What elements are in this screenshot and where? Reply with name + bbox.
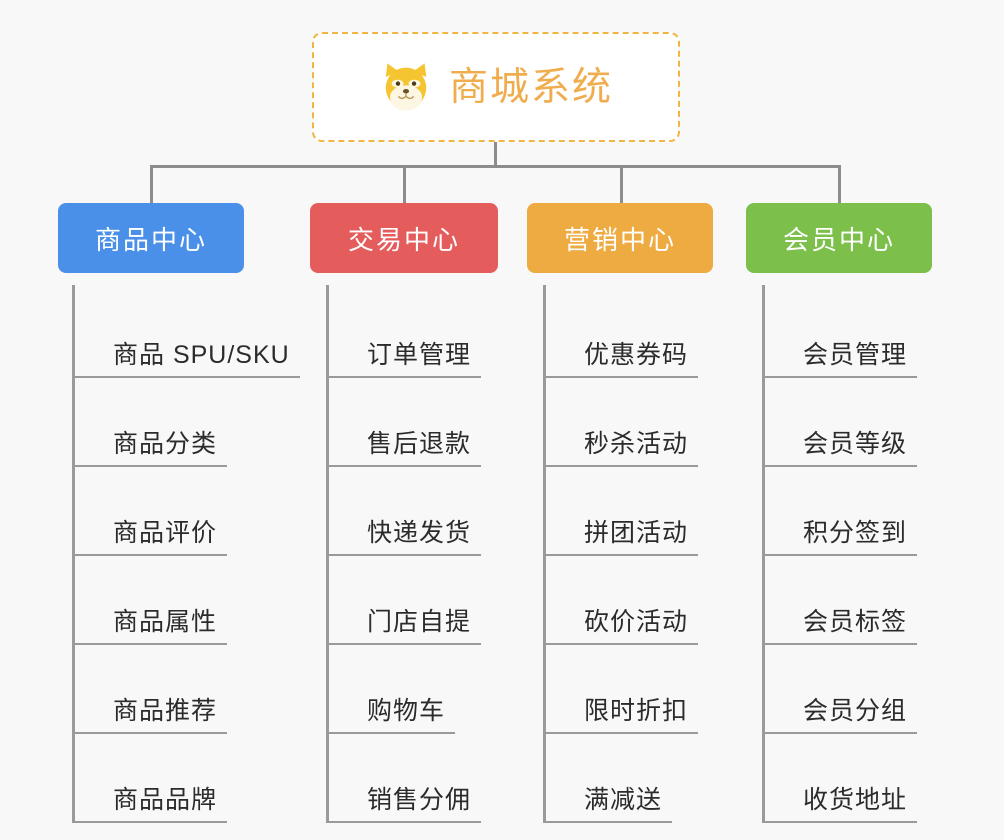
category-column-member: 会员中心 会员管理 会员等级 积分签到 会员标签 会员分组 收货地址	[746, 203, 966, 823]
connector-drop-2	[403, 165, 406, 205]
list-item[interactable]: 销售分佣	[329, 734, 530, 823]
leaf-label: 收货地址	[765, 786, 918, 823]
leaf-label: 优惠券码	[546, 341, 699, 378]
category-label: 商品中心	[94, 224, 207, 255]
list-item[interactable]: 商品分类	[75, 378, 278, 467]
connector-drop-1	[150, 165, 153, 205]
leaf-label: 积分签到	[765, 519, 918, 556]
leaf-label: 拼团活动	[546, 519, 699, 556]
leaf-list-member: 会员管理 会员等级 积分签到 会员标签 会员分组 收货地址	[762, 285, 966, 823]
list-item[interactable]: 会员管理	[765, 289, 966, 378]
leaf-label: 购物车	[329, 697, 456, 734]
connector-drop-4	[838, 165, 841, 205]
root-node[interactable]: 商城系统	[312, 32, 680, 142]
leaf-label: 售后退款	[329, 430, 482, 467]
category-label: 会员中心	[782, 224, 895, 255]
leaf-label: 商品评价	[75, 519, 228, 556]
leaf-label: 销售分佣	[329, 786, 482, 823]
leaf-label: 商品属性	[75, 608, 228, 645]
leaf-label: 商品推荐	[75, 697, 228, 734]
list-item[interactable]: 售后退款	[329, 378, 530, 467]
list-item[interactable]: 商品 SPU/SKU	[75, 289, 300, 378]
leaf-label: 会员分组	[765, 697, 918, 734]
connector-drop-3	[620, 165, 623, 205]
list-item[interactable]: 购物车	[329, 645, 530, 734]
list-item[interactable]: 优惠券码	[546, 289, 747, 378]
leaf-label: 商品 SPU/SKU	[75, 341, 300, 378]
leaf-label: 会员等级	[765, 430, 918, 467]
root-title: 商城系统	[448, 65, 613, 109]
list-item[interactable]: 门店自提	[329, 556, 530, 645]
list-item[interactable]: 商品属性	[75, 556, 278, 645]
category-column-trade: 交易中心 订单管理 售后退款 快递发货 门店自提 购物车 销售分佣	[310, 203, 530, 823]
leaf-label: 订单管理	[329, 341, 482, 378]
list-item[interactable]: 拼团活动	[546, 467, 747, 556]
leaf-label: 会员标签	[765, 608, 918, 645]
list-item[interactable]: 商品推荐	[75, 645, 278, 734]
category-box-member[interactable]: 会员中心	[746, 203, 932, 273]
leaf-label: 商品品牌	[75, 786, 228, 823]
list-item[interactable]: 会员等级	[765, 378, 966, 467]
leaf-label: 快递发货	[329, 519, 482, 556]
category-label: 营销中心	[563, 224, 676, 255]
leaf-list-product: 商品 SPU/SKU 商品分类 商品评价 商品属性 商品推荐 商品品牌	[72, 285, 300, 823]
list-item[interactable]: 限时折扣	[546, 645, 747, 734]
leaf-label: 限时折扣	[546, 697, 699, 734]
shiba-dog-face-icon	[385, 63, 427, 111]
leaf-label: 秒杀活动	[546, 430, 699, 467]
list-item[interactable]: 快递发货	[329, 467, 530, 556]
list-item[interactable]: 收货地址	[765, 734, 966, 823]
leaf-label: 门店自提	[329, 608, 482, 645]
category-box-product[interactable]: 商品中心	[58, 203, 244, 273]
category-box-marketing[interactable]: 营销中心	[527, 203, 713, 273]
leaf-list-marketing: 优惠券码 秒杀活动 拼团活动 砍价活动 限时折扣 满减送	[543, 285, 747, 823]
category-box-trade[interactable]: 交易中心	[310, 203, 498, 273]
category-column-product: 商品中心 商品 SPU/SKU 商品分类 商品评价 商品属性 商品推荐 商品品牌	[58, 203, 300, 823]
leaf-label: 商品分类	[75, 430, 228, 467]
list-item[interactable]: 会员标签	[765, 556, 966, 645]
list-item[interactable]: 满减送	[546, 734, 747, 823]
list-item[interactable]: 秒杀活动	[546, 378, 747, 467]
leaf-label: 会员管理	[765, 341, 918, 378]
leaf-label: 砍价活动	[546, 608, 699, 645]
leaf-label: 满减送	[546, 786, 673, 823]
leaf-list-trade: 订单管理 售后退款 快递发货 门店自提 购物车 销售分佣	[326, 285, 530, 823]
list-item[interactable]: 商品品牌	[75, 734, 278, 823]
list-item[interactable]: 积分签到	[765, 467, 966, 556]
list-item[interactable]: 商品评价	[75, 467, 278, 556]
category-column-marketing: 营销中心 优惠券码 秒杀活动 拼团活动 砍价活动 限时折扣 满减送	[527, 203, 747, 823]
connector-root-stem	[494, 142, 497, 167]
list-item[interactable]: 会员分组	[765, 645, 966, 734]
list-item[interactable]: 砍价活动	[546, 556, 747, 645]
connector-horizontal-bus	[150, 165, 840, 168]
list-item[interactable]: 订单管理	[329, 289, 530, 378]
category-label: 交易中心	[347, 224, 460, 255]
